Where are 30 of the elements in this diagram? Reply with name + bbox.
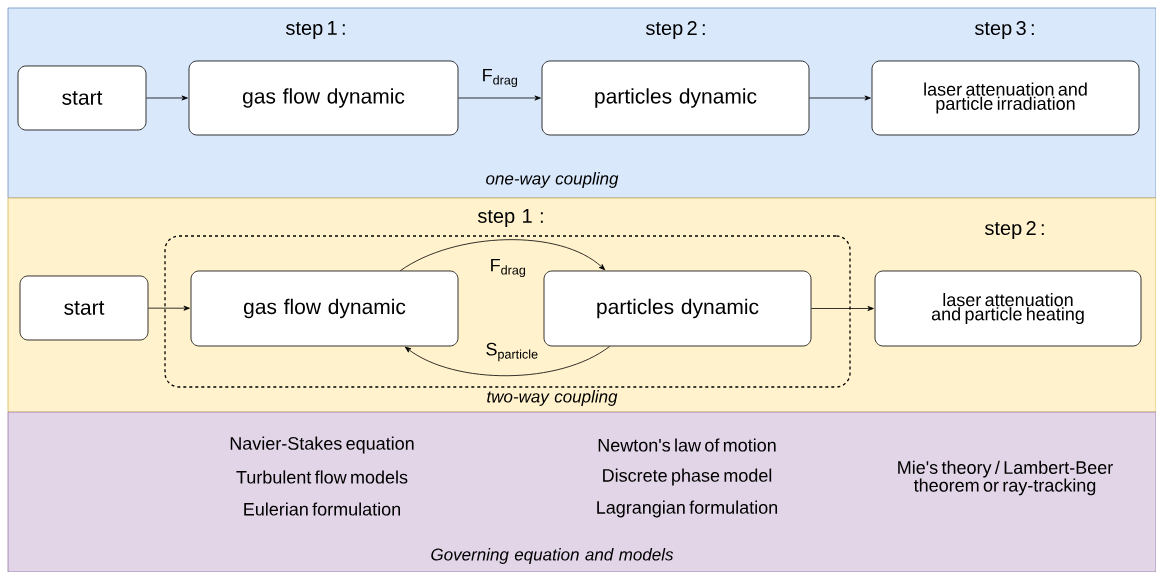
arrow	[146, 95, 188, 101]
step-heading: step 1 :	[286, 21, 345, 39]
model-text: Navier-Stakes equation	[230, 436, 414, 454]
step-heading: step 2 :	[985, 220, 1044, 240]
edge-label: F$_{drag}$	[483, 68, 518, 88]
arrow	[400, 239, 606, 271]
process-box: gas flow dynamic	[190, 270, 459, 347]
arrow	[148, 305, 190, 311]
step-heading: step 2 :	[646, 20, 705, 40]
process-box: particles dynamic	[541, 60, 810, 136]
process-box: start	[17, 65, 147, 131]
model-text: Newton's law of motion	[598, 438, 776, 452]
model-text: Lagrangian formulation	[597, 500, 778, 518]
arrow	[458, 95, 541, 101]
model-text: Eulerian formulation	[244, 502, 400, 516]
arrow	[811, 306, 874, 311]
process-box: particles dynamic	[543, 270, 812, 347]
process-box: start	[19, 275, 149, 341]
process-box: laser attenuation and particle irradiation	[871, 60, 1140, 136]
model-text: Turbulent flow models	[236, 470, 408, 484]
model-text: Mie's theory / Lambert-Beer theorem or ray-tracking	[898, 460, 1113, 496]
step-heading: step 1 :	[477, 209, 543, 227]
process-box: gas flow dynamic	[188, 60, 459, 136]
step-heading: step 3 :	[975, 20, 1034, 40]
process-box: laser attenuation and particle heating	[874, 270, 1142, 347]
arrow	[404, 346, 610, 377]
model-text: Discrete phase model	[603, 468, 772, 486]
arrow	[809, 95, 871, 101]
edge-label: S$_{particle}$	[486, 342, 538, 362]
edge-label: F$_{drag}$	[491, 258, 526, 278]
